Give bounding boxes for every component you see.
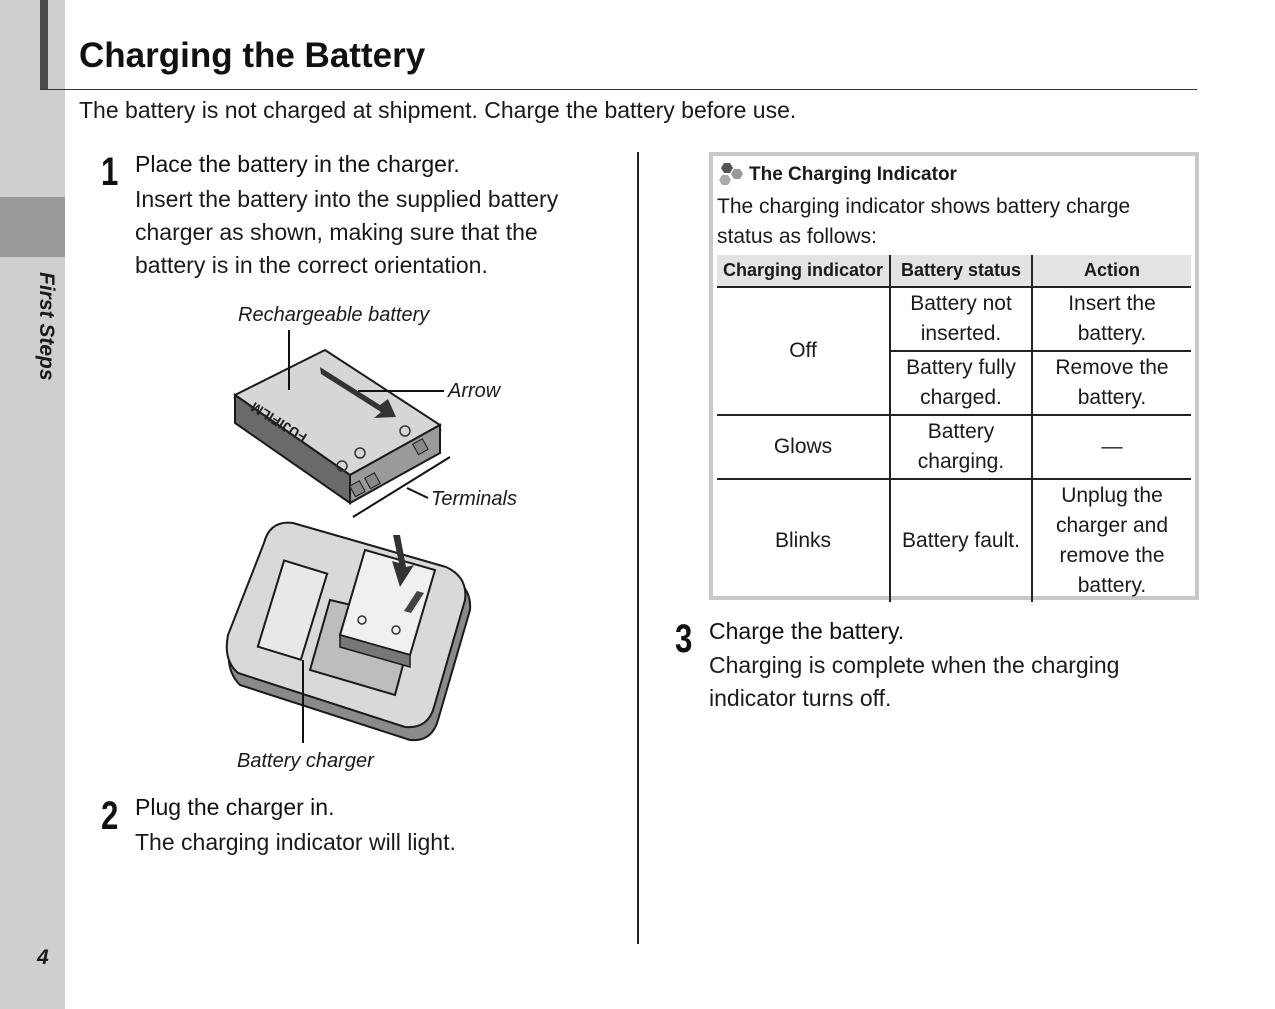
action-line: battery. bbox=[1077, 574, 1147, 597]
insert-arrow-icon bbox=[392, 535, 414, 587]
side-strip bbox=[0, 0, 65, 1009]
charging-indicator-table: Charging indicator Battery status Action… bbox=[717, 255, 1191, 602]
step-1-heading: Place the battery in the charger. bbox=[135, 151, 460, 177]
step-2-number: 2 bbox=[101, 794, 119, 838]
step-2-body: The charging indicator will light. bbox=[135, 826, 456, 859]
step-1-body-line: Insert the battery into the supplied bat… bbox=[135, 186, 559, 212]
table-header-row: Charging indicator Battery status Action bbox=[717, 255, 1191, 288]
status-line: charged. bbox=[920, 386, 1002, 409]
header-battery-status: Battery status bbox=[889, 255, 1032, 288]
step-1-number: 1 bbox=[101, 150, 119, 194]
battery-drawing: FUJIFILM bbox=[233, 348, 442, 505]
callout-arrow: Arrow bbox=[447, 380, 502, 402]
action-line: battery. bbox=[1077, 386, 1147, 409]
action-cell: Insert the battery. bbox=[1031, 287, 1191, 351]
status-cell: Battery fully charged. bbox=[889, 350, 1032, 415]
info-description-line: status as follows: bbox=[717, 225, 877, 248]
callout-terminals: Terminals bbox=[431, 488, 517, 510]
action-cell: Unplug the charger and remove the batter… bbox=[1031, 478, 1191, 602]
status-line: Battery bbox=[927, 420, 995, 443]
callout-rechargeable-battery: Rechargeable battery bbox=[238, 304, 430, 326]
info-description-line: The charging indicator shows battery cha… bbox=[717, 195, 1131, 218]
title-rule bbox=[40, 89, 1197, 90]
status-cell: Battery fault. bbox=[889, 478, 1032, 602]
page-number: 4 bbox=[37, 946, 49, 969]
step-2-heading: Plug the charger in. bbox=[135, 794, 335, 820]
action-line: Insert the bbox=[1068, 292, 1156, 315]
table-row: Blinks Battery fault. Unplug the charger… bbox=[717, 478, 1191, 602]
action-line: charger and bbox=[1055, 514, 1169, 537]
status-cell: Battery not inserted. bbox=[889, 287, 1032, 351]
action-line: battery. bbox=[1077, 322, 1147, 345]
title-accent-bar bbox=[40, 0, 48, 90]
battery-arrow-icon bbox=[320, 367, 396, 418]
note-icon bbox=[719, 163, 743, 185]
indicator-glows: Glows bbox=[717, 414, 890, 479]
step-3-number: 3 bbox=[675, 617, 693, 661]
info-box-heading: The Charging Indicator bbox=[717, 162, 957, 188]
status-line: Battery fully bbox=[906, 356, 1016, 379]
header-action: Action bbox=[1031, 255, 1191, 288]
battery-charger-illustration: FUJIFILM Rechargeable battery Arrow Term… bbox=[225, 304, 517, 772]
info-box-title: The Charging Indicator bbox=[749, 164, 957, 185]
indicator-off: Off bbox=[789, 339, 817, 362]
step-3-body-line: Charging is complete when the charging bbox=[709, 652, 1120, 678]
status-line: inserted. bbox=[920, 322, 1002, 345]
status-line: charging. bbox=[917, 450, 1005, 473]
info-box-description: The charging indicator shows battery cha… bbox=[717, 192, 1187, 252]
column-divider bbox=[637, 152, 639, 944]
status-line: Battery not bbox=[910, 292, 1012, 315]
step-1-body-line: battery is in the correct orientation. bbox=[135, 252, 488, 278]
table-row: Glows Battery charging. — bbox=[717, 414, 1191, 479]
status-cell: Battery charging. bbox=[889, 414, 1032, 479]
callout-battery-charger: Battery charger bbox=[237, 750, 375, 772]
charging-indicator-box: The Charging Indicator The charging indi… bbox=[709, 152, 1199, 602]
action-line: Unplug the bbox=[1061, 484, 1163, 507]
step-3-body: Charging is complete when the charging i… bbox=[709, 649, 1119, 715]
step-3-body-line: indicator turns off. bbox=[709, 685, 892, 711]
action-cell: Remove the battery. bbox=[1031, 350, 1191, 415]
indicator-blinks: Blinks bbox=[717, 478, 890, 602]
section-tab-label: First Steps bbox=[35, 272, 58, 381]
step-1-body-line: charger as shown, making sure that the bbox=[135, 219, 538, 245]
step-3-heading: Charge the battery. bbox=[709, 618, 905, 644]
action-line: Remove the bbox=[1055, 356, 1169, 379]
intro-text: The battery is not charged at shipment. … bbox=[79, 97, 797, 123]
table-row: Off Battery not inserted. Insert the bat… bbox=[717, 287, 1191, 362]
table-row: Battery fully charged. Remove the batter… bbox=[717, 350, 1191, 415]
step-2-body-line: The charging indicator will light. bbox=[135, 829, 456, 855]
charger-drawing bbox=[225, 521, 472, 742]
section-tab-marker bbox=[0, 197, 65, 257]
header-charging-indicator: Charging indicator bbox=[717, 255, 890, 288]
action-cell: — bbox=[1031, 414, 1191, 479]
page-title: Charging the Battery bbox=[79, 36, 426, 75]
step-1-body: Insert the battery into the supplied bat… bbox=[135, 183, 558, 282]
action-line: remove the bbox=[1059, 544, 1165, 567]
